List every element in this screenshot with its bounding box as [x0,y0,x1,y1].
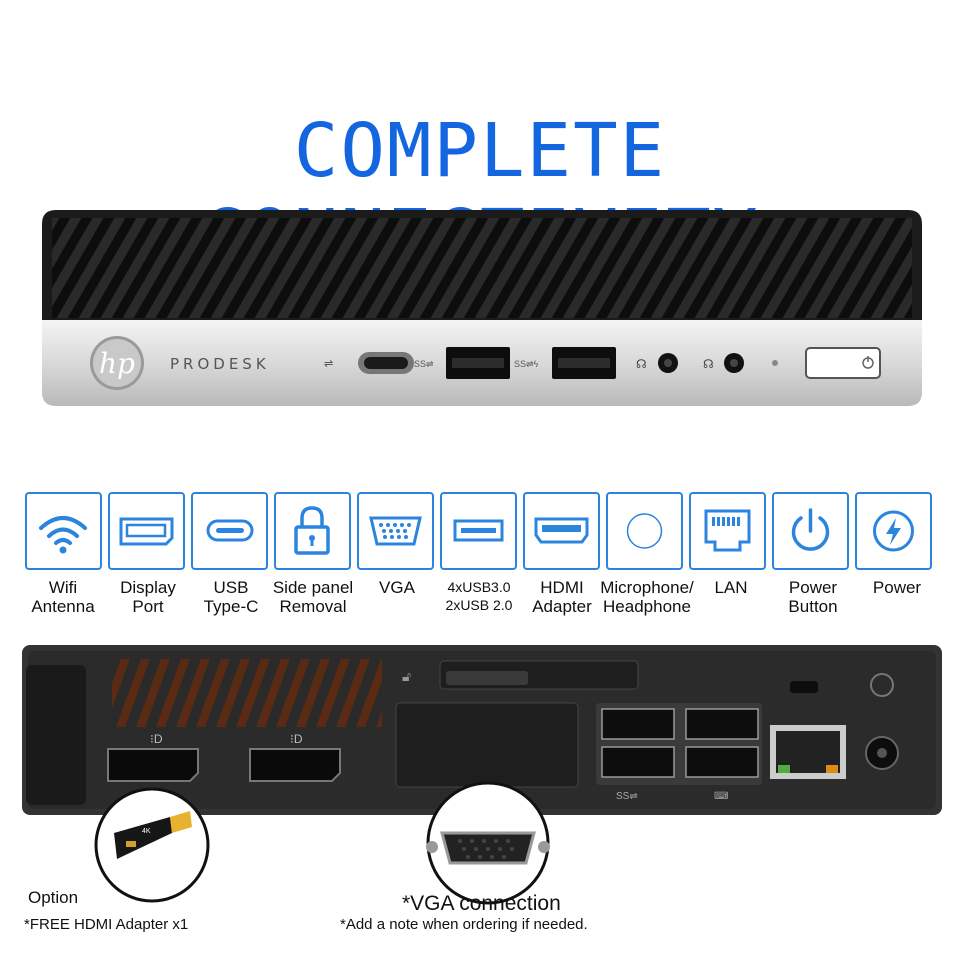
svg-text:⁝D: ⁝D [290,732,303,746]
side-panel-feature-tile [274,492,351,570]
lan-feature-tile [689,492,766,570]
rear-usb-port-4 [685,746,759,778]
display-port-feature-tile [108,492,185,570]
rear-vent [112,659,382,727]
svg-text:SS⇌: SS⇌ [616,791,638,802]
rear-usb-port-1 [601,708,675,740]
vga-ordering-note: *Add a note when ordering if needed. [340,916,588,933]
audio-feature-tile [606,492,683,570]
option-label: Option [28,888,79,907]
svg-text:☊: ☊ [703,357,714,371]
vga-icon [369,516,422,546]
hdmi-adapter-note: *FREE HDMI Adapter x1 [24,916,189,933]
svg-text:SS⇌ϟ: SS⇌ϟ [514,359,539,369]
padlock-icon [294,506,330,555]
microphone-jack: ☊ [703,353,744,373]
display-port-icon [119,517,174,546]
model-name: PRODESK [170,355,270,373]
svg-text:☊: ☊ [636,357,647,371]
hp-logo-text: hp [99,347,135,380]
usb-c-feature-tile [191,492,268,570]
rear-lan-port [770,725,846,779]
front-usb-a-port-1: SS⇌ [414,347,510,379]
lan-port-icon [704,509,751,552]
vga-connector-callout [426,781,550,905]
usb-c-icon [206,519,254,542]
rear-usb-port-2 [601,746,675,778]
hdmi-icon [534,517,589,544]
vga-connection-label: *VGA connection [402,892,561,915]
audio-jack-icon [626,513,663,549]
front-power-button [805,347,881,379]
power-button-feature-tile [772,492,849,570]
headphone-jack: ☊ [636,353,678,373]
svg-text:⇌: ⇌ [324,358,333,370]
front-panel-image: hp PRODESK ⇌ SS⇌ SS⇌ϟ ☊ ☊ [42,210,922,406]
rear-display-port-2: ⁝D [249,732,341,782]
lan-label: LAN [714,578,748,597]
power-icon [873,510,914,552]
rear-panel-image: 🔓︎ ⁝D ⁝D SS⇌ ⌨ 4K [22,645,942,905]
usb-a-feature-tile [440,492,517,570]
rear-usb-port-3 [685,708,759,740]
adapter-4k-badge: 4K [142,828,151,835]
wifi-feature-tile [25,492,102,570]
svg-text:🔓︎: 🔓︎ [402,668,411,684]
vga-label-text: VGA [379,578,415,597]
security-lock-slot [790,681,818,693]
front-usb-c-port: ⇌ [324,352,414,374]
audio-label: Microphone/Headphone [600,578,694,616]
wifi-icon [39,516,87,554]
hp-logo: hp [90,336,144,390]
vga-feature-tile [357,492,434,570]
hdmi-adapter-callout: 4K [94,787,210,903]
power-label: Power [872,578,922,597]
front-usb-a-port-2: SS⇌ϟ [514,347,616,379]
power-feature-tile [855,492,932,570]
power-button-icon [791,508,830,551]
usb-a-icon [453,519,504,542]
svg-text:⌨: ⌨ [714,791,728,802]
svg-text:⁝D: ⁝D [150,732,163,746]
rear-display-port-1: ⁝D [107,732,199,782]
hdmi-feature-tile [523,492,600,570]
status-led [772,360,778,366]
svg-text:SS⇌: SS⇌ [414,359,434,369]
